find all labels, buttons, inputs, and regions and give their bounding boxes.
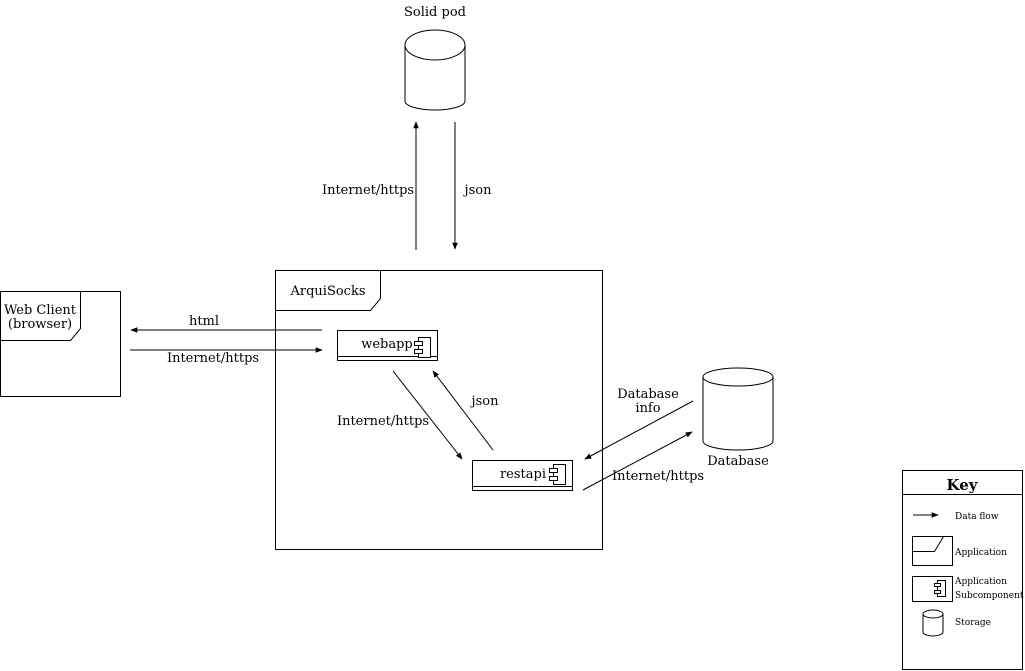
solid-pod-node: Solid pod (404, 5, 466, 111)
arquisocks-frame (275, 270, 603, 550)
web-client-frame (0, 291, 121, 397)
edge-pod-to-webapp-label: json (463, 183, 493, 198)
key-frame (902, 470, 1023, 670)
webapp-label: webapp (361, 337, 413, 352)
edge-webapp-to-restapi (392, 370, 463, 460)
restapi-component: restapi (472, 460, 573, 491)
web-client-node: Web Client (browser) (0, 291, 121, 397)
web-client-label-line2: (browser) (8, 317, 72, 332)
edge-webapp-to-restapi-label: Internet/https (337, 414, 429, 429)
edge-database-to-restapi-label-line1: Database (617, 387, 679, 402)
edge-restapi-to-database (582, 431, 693, 491)
key-subcomponent-label-line2: Subcomponent (955, 591, 1024, 601)
key-subcomponent-icon (912, 576, 953, 602)
key-data-flow-label: Data flow (955, 512, 999, 522)
key-legend: Key Data flow Application Application Su… (902, 470, 1024, 670)
solid-pod-cylinder (404, 45, 466, 111)
key-subcomponent-label-line1: Application (954, 577, 1007, 587)
restapi-label: restapi (500, 467, 546, 482)
edge-database-to-restapi-label-line2: info (635, 401, 660, 416)
database-cylinder-top (702, 367, 774, 387)
edge-restapi-to-database-label: Internet/https (612, 469, 704, 484)
key-title: Key (947, 476, 979, 494)
database-label: Database (707, 454, 769, 469)
solid-pod-label: Solid pod (404, 5, 466, 20)
edge-restapi-to-webapp (432, 370, 494, 451)
edge-database-to-restapi (584, 400, 694, 460)
component-icon (549, 464, 566, 485)
web-client-tab (0, 291, 81, 341)
edge-webapp-to-pod-label: Internet/https (322, 183, 414, 198)
webapp-component: webapp (337, 330, 438, 361)
web-client-label-line1: Web Client (4, 303, 77, 318)
edge-webapp-to-client-label: html (189, 314, 219, 329)
solid-pod-cylinder-top (404, 29, 466, 61)
key-storage-icon (922, 609, 944, 637)
edge-client-to-webapp-label: Internet/https (167, 351, 259, 366)
key-application-icon (912, 536, 953, 566)
key-application-label: Application (954, 548, 1007, 558)
arquisocks-label: ArquiSocks (289, 284, 365, 299)
component-icon (414, 337, 431, 358)
database-node: Database (702, 367, 774, 469)
edge-restapi-to-webapp-label: json (470, 394, 500, 409)
key-storage-label: Storage (955, 618, 991, 628)
database-cylinder (702, 377, 774, 451)
arquisocks-tab (275, 270, 381, 311)
arquisocks-app: ArquiSocks (275, 270, 603, 550)
